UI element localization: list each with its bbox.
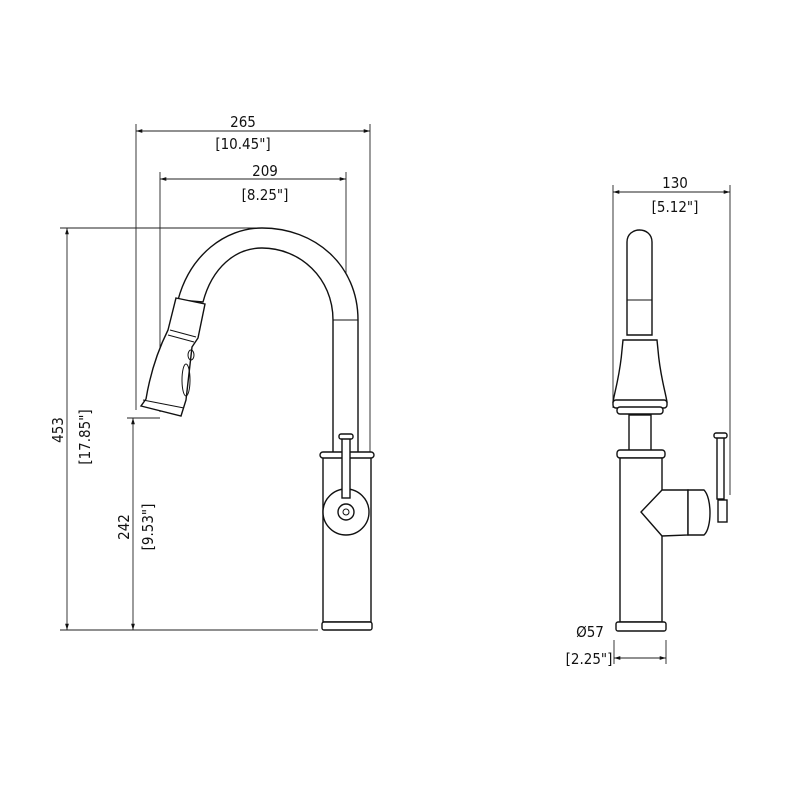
spray-head — [139, 297, 206, 417]
side-view: 130 [5.12"] Ø57 [2.25"] — [566, 174, 731, 668]
spout-side — [626, 229, 653, 336]
dim-209-inch: [8.25"] — [242, 186, 289, 204]
dim-242-mm: 242 — [115, 514, 133, 540]
dim-209-mm: 209 — [252, 162, 278, 180]
spray-head-side — [612, 339, 668, 403]
faucet-front — [139, 227, 375, 631]
faucet-side — [612, 229, 728, 632]
dim-57-mm: Ø57 — [576, 623, 604, 641]
dim-265-inch: [10.45"] — [215, 135, 270, 153]
handle-lever — [341, 437, 351, 499]
spout — [177, 227, 359, 456]
faucet-body-side — [619, 457, 663, 623]
handle-side — [640, 489, 689, 537]
dim-453-mm: 453 — [49, 417, 67, 443]
dim-57-inch: [2.25"] — [566, 650, 613, 668]
dim-453-inch: [17.85"] — [76, 409, 94, 464]
dim-130-inch: [5.12"] — [652, 198, 699, 216]
dim-242-inch: [9.53"] — [139, 504, 157, 551]
dim-130-mm: 130 — [662, 174, 688, 192]
front-view: 265 [10.45"] 209 [8.25"] 453 [17.85"] 24… — [49, 113, 375, 631]
dim-265-mm: 265 — [230, 113, 256, 131]
